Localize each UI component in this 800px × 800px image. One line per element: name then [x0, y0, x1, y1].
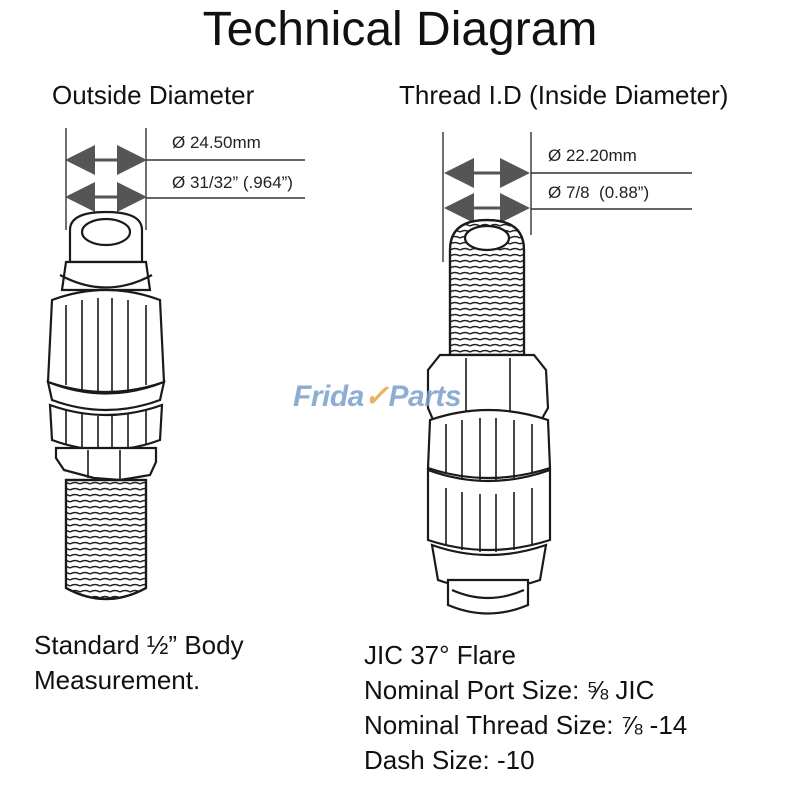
check-icon: ✓	[363, 380, 389, 413]
left-fitting	[46, 210, 166, 601]
right-dim-inch: Ø 7/8 (0.88”)	[548, 183, 650, 202]
left-dim-mm: Ø 24.50mm	[172, 133, 261, 152]
right-notes: JIC 37° Flare Nominal Port Size: ⅝ JIC N…	[364, 640, 688, 775]
diameter-icon: Ø	[172, 133, 186, 152]
left-dimension-lines	[65, 128, 305, 230]
watermark-logo: Frida✓Parts	[293, 380, 462, 413]
diameter-icon: Ø	[172, 173, 186, 192]
diagram-title: Technical Diagram	[202, 3, 598, 56]
left-notes: Standard ½” Body Measurement.	[34, 630, 244, 695]
right-dim-mm: Ø 22.20mm	[548, 146, 637, 165]
left-dim-inch: Ø 31/32” (.964”)	[172, 173, 293, 192]
inside-diameter-heading: Thread I.D (Inside Diameter)	[399, 80, 729, 110]
diameter-icon: Ø	[548, 183, 562, 202]
diameter-icon: Ø	[548, 146, 562, 165]
right-dimension-lines	[442, 132, 692, 262]
outside-diameter-heading: Outside Diameter	[52, 80, 255, 110]
right-fitting	[426, 218, 552, 615]
